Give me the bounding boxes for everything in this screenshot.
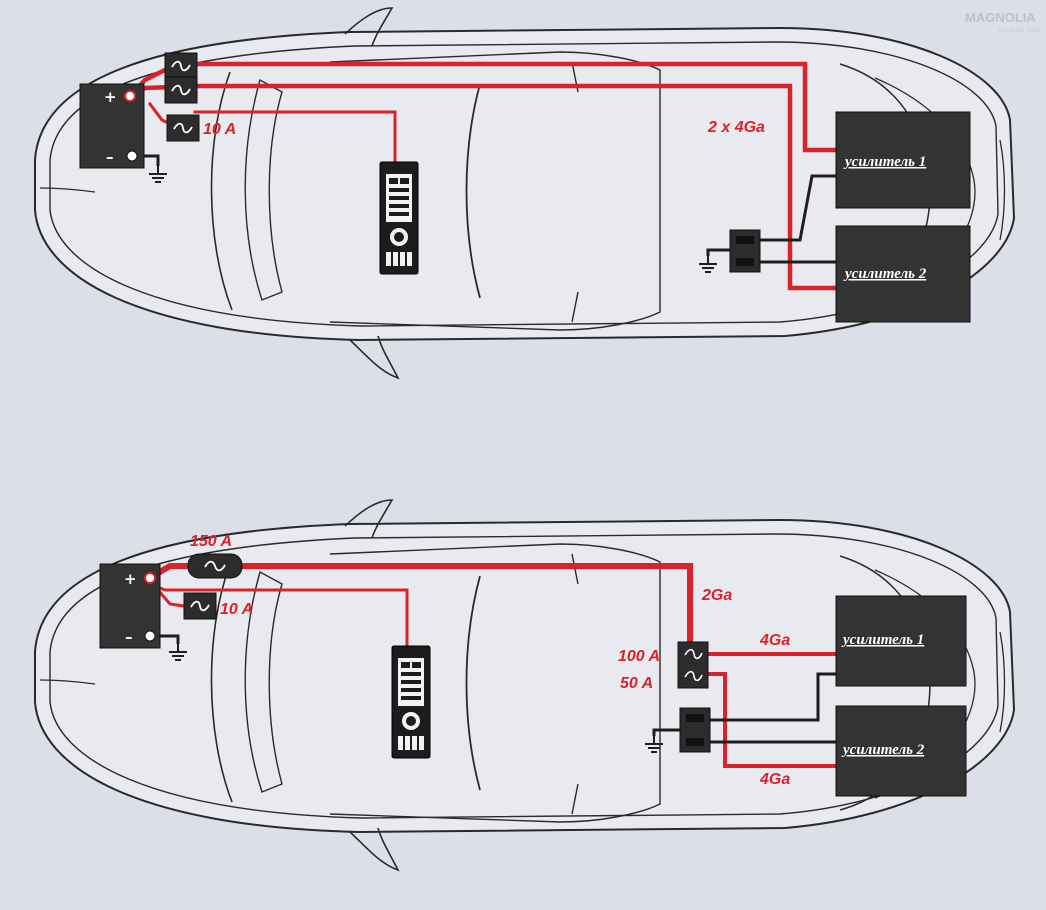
distribution-block-icon-top [729, 229, 761, 273]
battery-minus-bottom: – [125, 628, 133, 646]
diagram-bottom: + – 150 A 10 A 2Ga 100 A 50 A 4Ga 4Ga [34, 499, 1015, 871]
amp2-label-bottom: усилитель 2 [841, 742, 925, 758]
ground-wires-top [138, 154, 836, 264]
fuse-icon-main-bottom [187, 553, 243, 579]
amplifier-icon-2-top: усилитель 2 [835, 225, 971, 323]
amp2-label-top: усилитель 2 [843, 266, 927, 282]
watermark-brand: MAGNOLIA [965, 10, 1036, 25]
dist-fuse1-label-bottom: 100 A [618, 648, 660, 665]
fuse-icon-head-top [166, 114, 200, 142]
fuse-icon-amp2-top [164, 76, 198, 104]
fuse-icon-head-bottom [183, 592, 217, 620]
fuse-head-label-bottom: 10 A [220, 601, 253, 618]
amp1-cable-label-bottom: 4Ga [759, 632, 790, 649]
battery-plus-bottom: + [124, 570, 137, 588]
distribution-block-icon-bottom [679, 707, 711, 753]
battery-icon-bottom: + – [99, 563, 161, 649]
amplifier-icon-2-bottom: усилитель 2 [835, 705, 967, 797]
fuse-head-label-top: 10 A [203, 121, 236, 138]
amp2-cable-label-bottom: 4Ga [759, 771, 790, 788]
diagram-top: + – 10 A 2 x 4Ga усилитель 1 усилитель 2 [34, 7, 1015, 379]
battery-icon-top: + – [79, 83, 145, 169]
amplifier-icon-1-bottom: усилитель 1 [835, 595, 967, 687]
main-cable-label-bottom: 2Ga [701, 587, 732, 604]
fuse-icon-amp1-top [164, 52, 198, 80]
distribution-fuse-block-bottom [677, 641, 709, 689]
head-unit-icon-bottom [391, 645, 431, 759]
ground-wires-bottom [152, 634, 836, 744]
amplifier-icon-1-top: усилитель 1 [835, 111, 971, 209]
watermark-sub: Car audio Team [998, 28, 1040, 34]
head-unit-icon-top [379, 161, 419, 275]
cable-label-top: 2 x 4Ga [707, 119, 765, 136]
battery-plus-top: + [104, 88, 117, 106]
amp1-label-bottom: усилитель 1 [841, 632, 924, 648]
amp1-label-top: усилитель 1 [843, 154, 926, 170]
battery-minus-top: – [106, 148, 114, 166]
main-fuse-label-bottom: 150 A [190, 533, 232, 550]
dist-fuse2-label-bottom: 50 A [620, 675, 653, 692]
